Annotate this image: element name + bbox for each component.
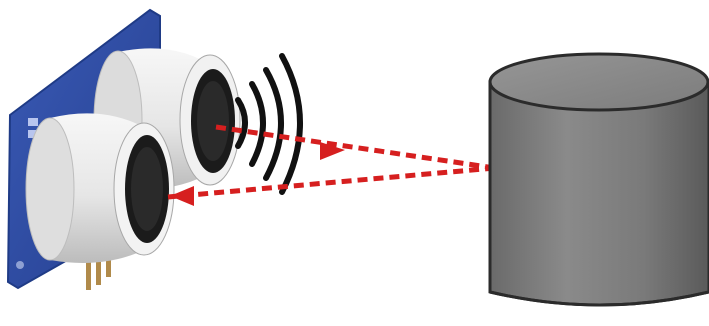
silk-mark-1 bbox=[28, 118, 38, 126]
target-cylinder-icon bbox=[490, 54, 709, 305]
receiver-transducer-icon bbox=[26, 113, 174, 263]
sound-wave-icon bbox=[238, 56, 300, 192]
mount-hole-icon bbox=[16, 261, 24, 269]
